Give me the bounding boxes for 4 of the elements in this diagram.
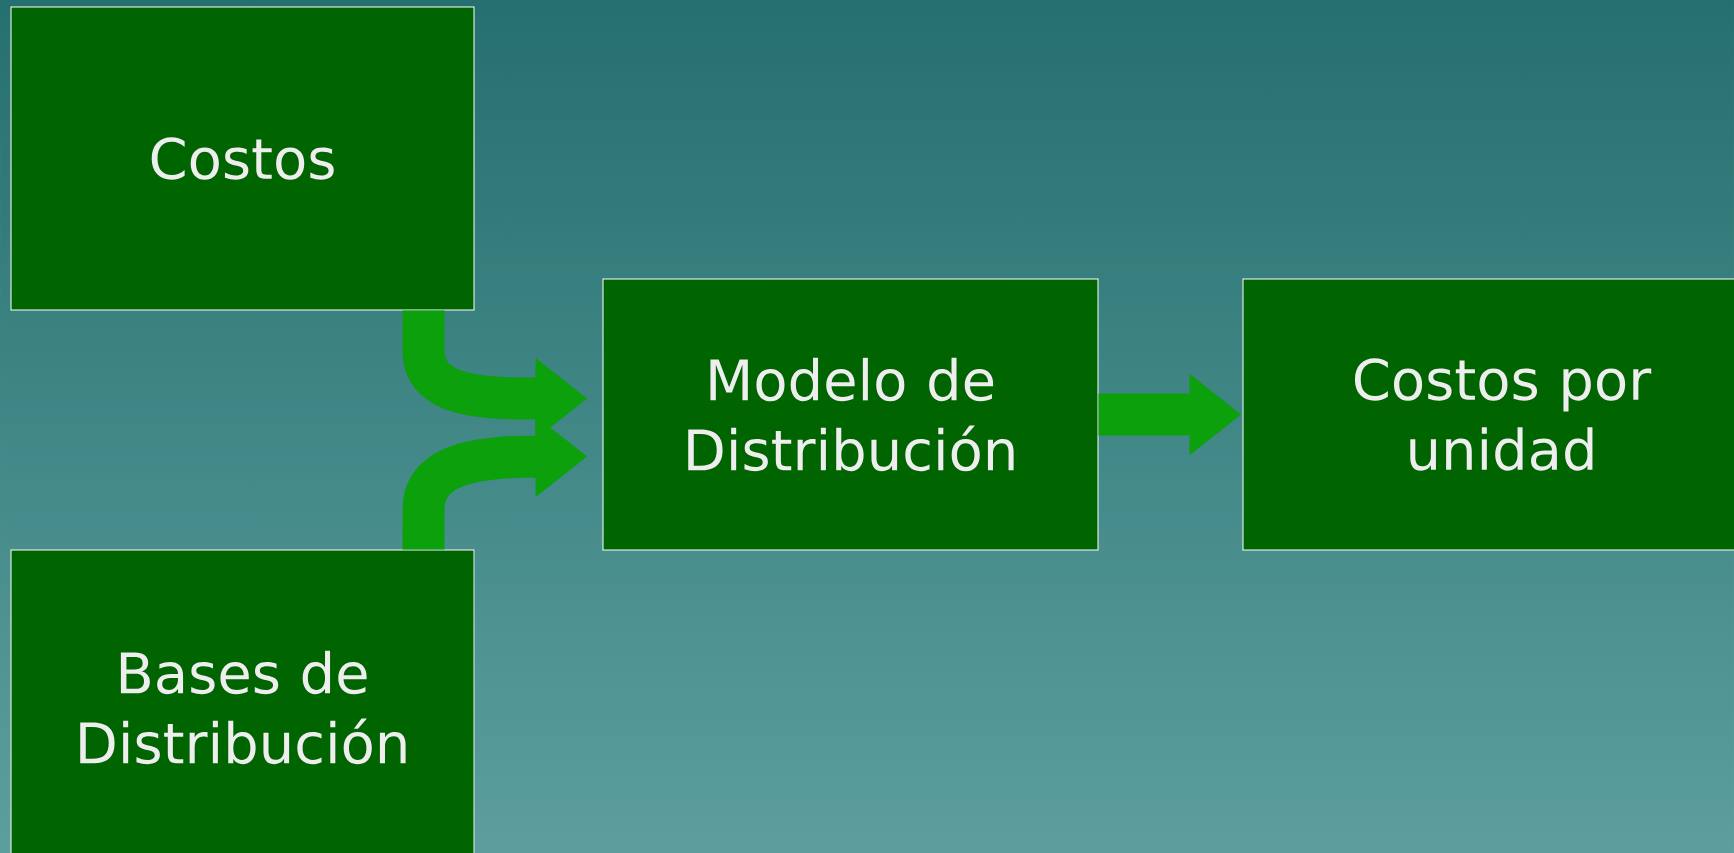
text-box: Costos por unidad [1242, 278, 1734, 551]
text-box: Modelo de Distribución [602, 278, 1099, 551]
text-box: Costos [10, 6, 475, 311]
text-box: Bases de Distribución [10, 549, 475, 853]
